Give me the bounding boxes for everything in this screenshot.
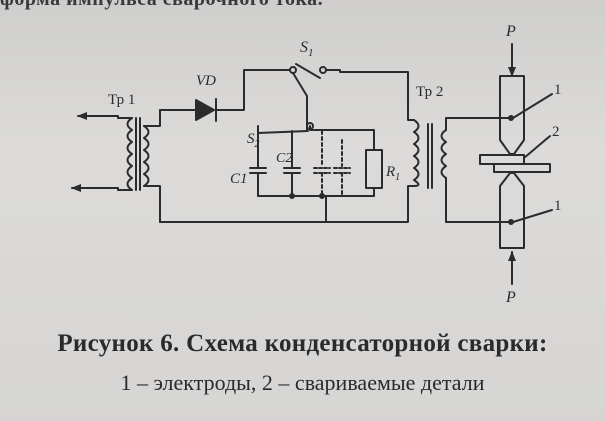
- transformer-tr1: [71, 109, 161, 223]
- label-r1: R1: [385, 164, 400, 183]
- switch-s1: [289, 63, 415, 131]
- electrode-top: [499, 43, 525, 155]
- welded-parts: [479, 154, 551, 173]
- label-tr2: Тр 2: [416, 84, 443, 100]
- welding-circuit-diagram: Тр 1 VD S1 S2 C1 C2 R1 Тр 2 P P 1 2 1: [71, 23, 562, 306]
- callout-leader-1-top: [512, 93, 553, 119]
- label-vd: VD: [196, 73, 216, 89]
- callout-leader-2: [523, 135, 551, 159]
- callout-1-bottom: 1: [554, 198, 562, 214]
- callout-leader-1-bottom: [512, 209, 553, 223]
- label-tr1: Тр 1: [108, 92, 135, 108]
- label-s1: S1: [300, 39, 314, 59]
- switch-s2: [257, 125, 375, 151]
- figure-caption-title: Рисунок 6. Схема конденсаторной сварки:: [57, 330, 548, 357]
- label-c2: C2: [276, 151, 292, 166]
- electrode-bottom: [499, 172, 525, 285]
- transformer-tr2: [413, 117, 511, 223]
- label-s2: S2: [247, 131, 260, 150]
- previous-text-fragment: форма импульса сварочного тока.: [0, 0, 605, 11]
- figure-caption-subtitle: 1 – электроды, 2 – свариваемые детали: [120, 370, 485, 395]
- label-c1: C1: [230, 171, 248, 187]
- diode-vd: [159, 69, 291, 122]
- callout-2: 2: [552, 124, 560, 140]
- callout-1-top: 1: [554, 82, 562, 98]
- capacitor-bank: [249, 130, 375, 223]
- label-p-top: P: [505, 23, 516, 40]
- return-wire: [159, 185, 415, 223]
- resistor-r1: [365, 149, 383, 197]
- label-p-bottom: P: [505, 289, 516, 306]
